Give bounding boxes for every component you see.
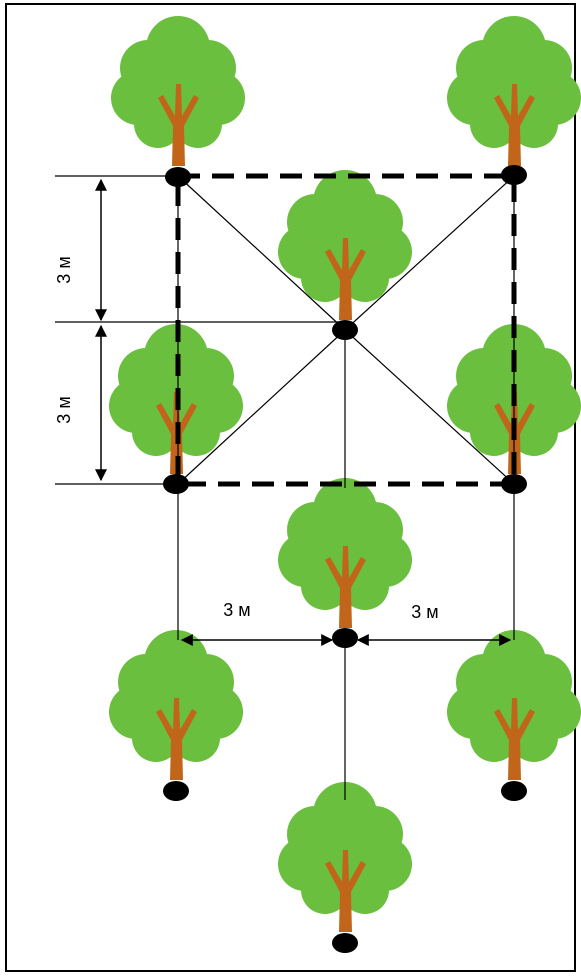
point-center-lower xyxy=(332,628,358,648)
point-bottom-right xyxy=(501,781,527,801)
diagonal-bottom-left xyxy=(177,329,346,485)
tree-trunk xyxy=(325,850,366,932)
point-bottom-center xyxy=(332,933,358,953)
dimension-arrows xyxy=(95,178,512,646)
tree-mid-right xyxy=(447,324,581,474)
tree-mid-left xyxy=(109,324,243,474)
tree-center-lower xyxy=(278,478,412,628)
tree-top-left xyxy=(111,16,245,166)
tree-trunk xyxy=(158,84,199,166)
tree-top-right xyxy=(447,16,581,166)
tree-bottom-right xyxy=(447,630,581,780)
point-mid-right xyxy=(501,474,527,494)
planting-points xyxy=(163,165,527,953)
diagonal-top-right xyxy=(344,175,515,331)
tree-trunk xyxy=(325,238,366,320)
point-mid-left xyxy=(163,474,189,494)
label-vertical-top: 3 м xyxy=(54,256,74,283)
tree-bottom-left xyxy=(109,630,243,780)
trees-layer xyxy=(109,16,581,932)
tree-trunk xyxy=(494,698,535,780)
outer-frame xyxy=(5,3,576,972)
point-top-right xyxy=(501,165,527,185)
point-bottom-left xyxy=(163,781,189,801)
tree-center-upper xyxy=(278,170,412,320)
label-vertical-bottom: 3 м xyxy=(54,396,74,423)
point-top-left xyxy=(165,167,191,187)
label-horizontal-left: 3 м xyxy=(223,600,250,620)
tree-bottom-center xyxy=(278,782,412,932)
tree-trunk xyxy=(325,546,366,628)
label-horizontal-right: 3 м xyxy=(411,602,438,622)
tree-trunk xyxy=(156,698,197,780)
tree-trunk xyxy=(494,84,535,166)
diagonal-bottom-right xyxy=(344,329,515,485)
dashed-square xyxy=(175,173,517,487)
diagonal-top-left xyxy=(177,175,346,331)
point-center xyxy=(332,320,358,340)
